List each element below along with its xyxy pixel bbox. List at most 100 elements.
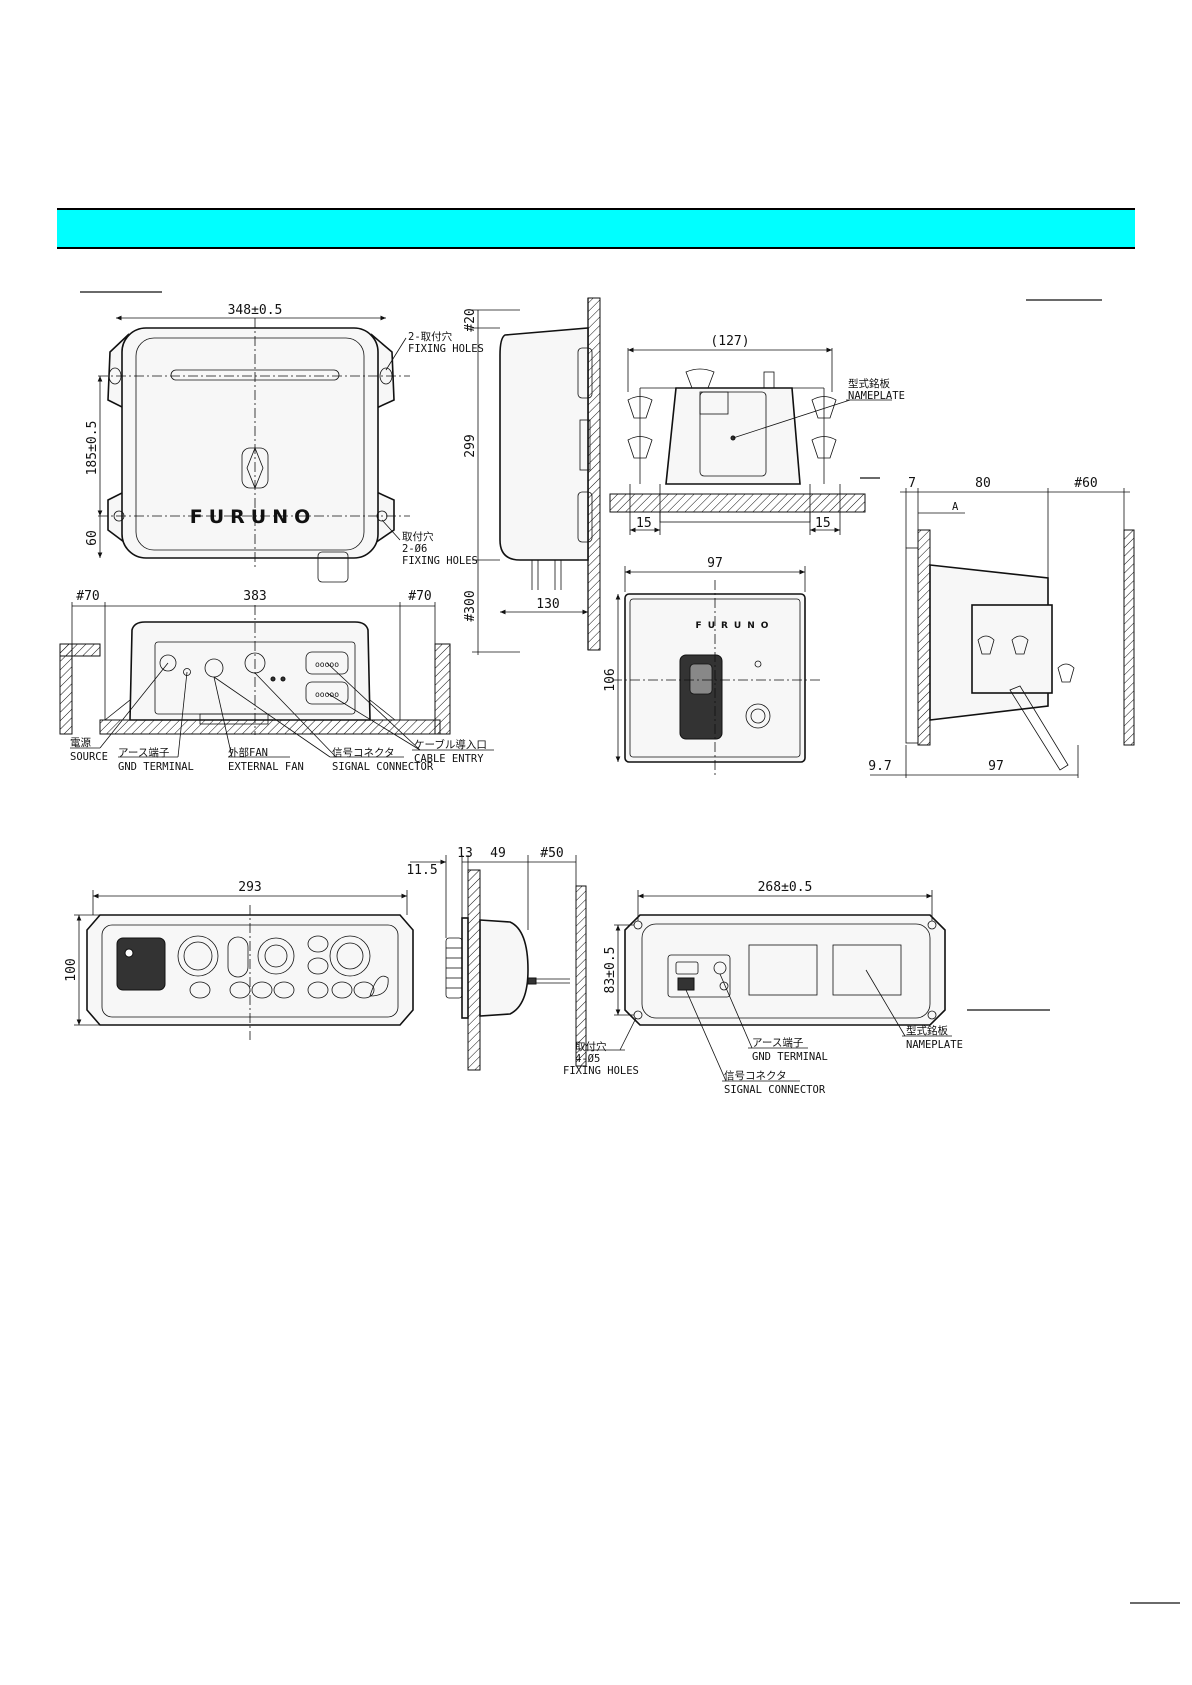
key-button	[251, 981, 273, 999]
display-slot	[116, 937, 166, 991]
wall-right	[434, 643, 451, 735]
dim-control-d4: #50	[540, 846, 563, 861]
gnd-label-en: GND TERMINAL	[118, 761, 194, 773]
key-button	[353, 981, 375, 999]
rotary-knob-2	[257, 937, 295, 975]
wing-nut-icon	[627, 436, 653, 459]
processor-bottom-housing	[129, 621, 371, 721]
rotary-knob-1	[177, 935, 219, 977]
bulkhead-wall	[587, 297, 601, 651]
rear-gnd-label-jp: アース端子	[752, 1036, 803, 1049]
rotary-knob-3	[329, 935, 371, 977]
hole-label-en: FIXING HOLES	[402, 555, 478, 567]
label-area	[748, 944, 818, 996]
dim-sensor-d1: 7	[908, 476, 916, 491]
sensor-port	[745, 703, 771, 729]
brand-logo: FURUNO	[190, 506, 317, 528]
sensor-brand-logo: FURUNO	[696, 621, 775, 631]
dim-rear-width: 268±0.5	[758, 880, 813, 895]
rear-nameplate-label-en: NAMEPLATE	[906, 1039, 963, 1051]
sensor-side-box	[971, 604, 1053, 694]
rear-nameplate-label-jp: 型式銘板	[906, 1024, 948, 1037]
dim-control-d1: 11.5	[406, 863, 437, 878]
mark-a: A	[952, 501, 959, 513]
processor-housing	[121, 327, 379, 559]
dim-bracket-left: 15	[636, 516, 652, 531]
source-label-en: SOURCE	[70, 751, 108, 763]
dim-control-width: 293	[238, 880, 261, 895]
cable-entry	[305, 651, 349, 675]
cable	[1009, 685, 1069, 771]
dim-bracket-width: (127)	[710, 334, 749, 349]
cable-gland	[317, 551, 349, 583]
wing-nut-icon	[1011, 635, 1029, 655]
wing-nut-icon	[627, 396, 653, 419]
svg-text:ooooo: ooooo	[315, 660, 339, 669]
nameplate-label-jp: 型式銘板	[848, 377, 890, 390]
cable-entry-label-en: CABLE ENTRY	[414, 753, 484, 765]
dim-sensor-bottom-left: 9.7	[868, 759, 891, 774]
dim-sensor-width: 97	[707, 556, 723, 571]
key-button	[307, 981, 329, 999]
rocker-key	[227, 936, 249, 978]
control-rear-body	[479, 919, 529, 1017]
cable-entry-label-jp: ケーブル導入口	[414, 738, 487, 751]
dim-bottom-width: 383	[243, 589, 266, 604]
wing-nut-icon	[1057, 663, 1075, 683]
fixing-holes-label-en: FIXING HOLES	[408, 343, 484, 355]
dim-bottom-clearance: #300	[463, 590, 478, 621]
control-rear-plate	[624, 914, 946, 1026]
sensor-bracket-view: 15 15 (127) 型式銘板 NAMEPLATE	[609, 299, 1102, 535]
dim-height: 185±0.5	[85, 421, 100, 476]
rear-hole-size: 4-Ø5	[575, 1053, 600, 1065]
sensor-mount-wall	[917, 529, 931, 746]
control-unit-side-view: 11.5 13 49 #50	[406, 846, 587, 1071]
dim-left-clearance: #70	[76, 589, 99, 604]
signal-label-jp: 信号コネクタ	[332, 747, 395, 759]
control-unit-rear-view: 268±0.5 83±0.5 取付穴 4-Ø5 FIXING HOLES アース…	[563, 880, 1050, 1096]
fixing-holes-label-jp: 2-取付穴	[408, 330, 453, 343]
fixing-hole	[927, 1010, 937, 1020]
gnd-label-jp: アース端子	[118, 746, 169, 759]
key-button	[331, 981, 353, 999]
nameplate-label-en: NAMEPLATE	[848, 390, 905, 402]
rear-signal-label-en: SIGNAL CONNECTOR	[724, 1084, 826, 1096]
wall-left	[59, 643, 73, 735]
key-button	[273, 981, 295, 999]
dim-width: 348±0.5	[228, 303, 283, 318]
nameplate-area	[832, 944, 902, 996]
svg-text:ooooo: ooooo	[315, 690, 339, 699]
dim-control-d2: 13	[457, 846, 473, 861]
dim-sensor-bottom-width: 97	[988, 759, 1004, 774]
rear-hole-label-jp: 取付穴	[575, 1040, 607, 1053]
fan-label-en: EXTERNAL FAN	[228, 761, 304, 773]
signal-connector	[675, 961, 699, 975]
dim-depth: 130	[536, 597, 559, 612]
section-header-bar	[57, 208, 1135, 249]
rear-hole-label-en: FIXING HOLES	[563, 1065, 639, 1077]
mounting-plate	[609, 493, 866, 513]
clearance-wall	[575, 885, 587, 1067]
dim-control-height: 100	[64, 958, 79, 981]
source-label-jp: 電源	[70, 736, 91, 749]
dim-control-d3: 49	[490, 846, 506, 861]
mounting-surface	[99, 719, 441, 735]
processor-side-housing	[499, 327, 589, 561]
processor-bottom-view: ooooo ooooo #70 383 #70 電源 SOURCE アース端子 …	[59, 589, 494, 773]
sensor-side-view: 7 80 #60 A 9.7 97	[868, 476, 1135, 778]
dim-bottom: 60	[85, 530, 100, 546]
dim-side-height: 299	[463, 434, 478, 457]
power-key	[369, 975, 389, 997]
wing-nut-icon	[977, 635, 995, 655]
dim-sensor-d2: 80	[975, 476, 991, 491]
dim-sensor-height: 106	[603, 668, 618, 691]
hole-label-jp: 取付穴	[402, 530, 434, 543]
dim-right-clearance: #70	[408, 589, 431, 604]
power-source-connector	[159, 654, 177, 672]
control-unit-front-view: 293 100	[64, 880, 414, 1040]
sensor-clearance-wall	[1123, 529, 1135, 746]
processor-side-view: #20 299 #300 130	[463, 297, 601, 655]
rear-signal-label-jp: 信号コネクタ	[724, 1070, 787, 1082]
dim-bracket-right: 15	[815, 516, 831, 531]
dim-top-clearance: #20	[463, 308, 478, 331]
